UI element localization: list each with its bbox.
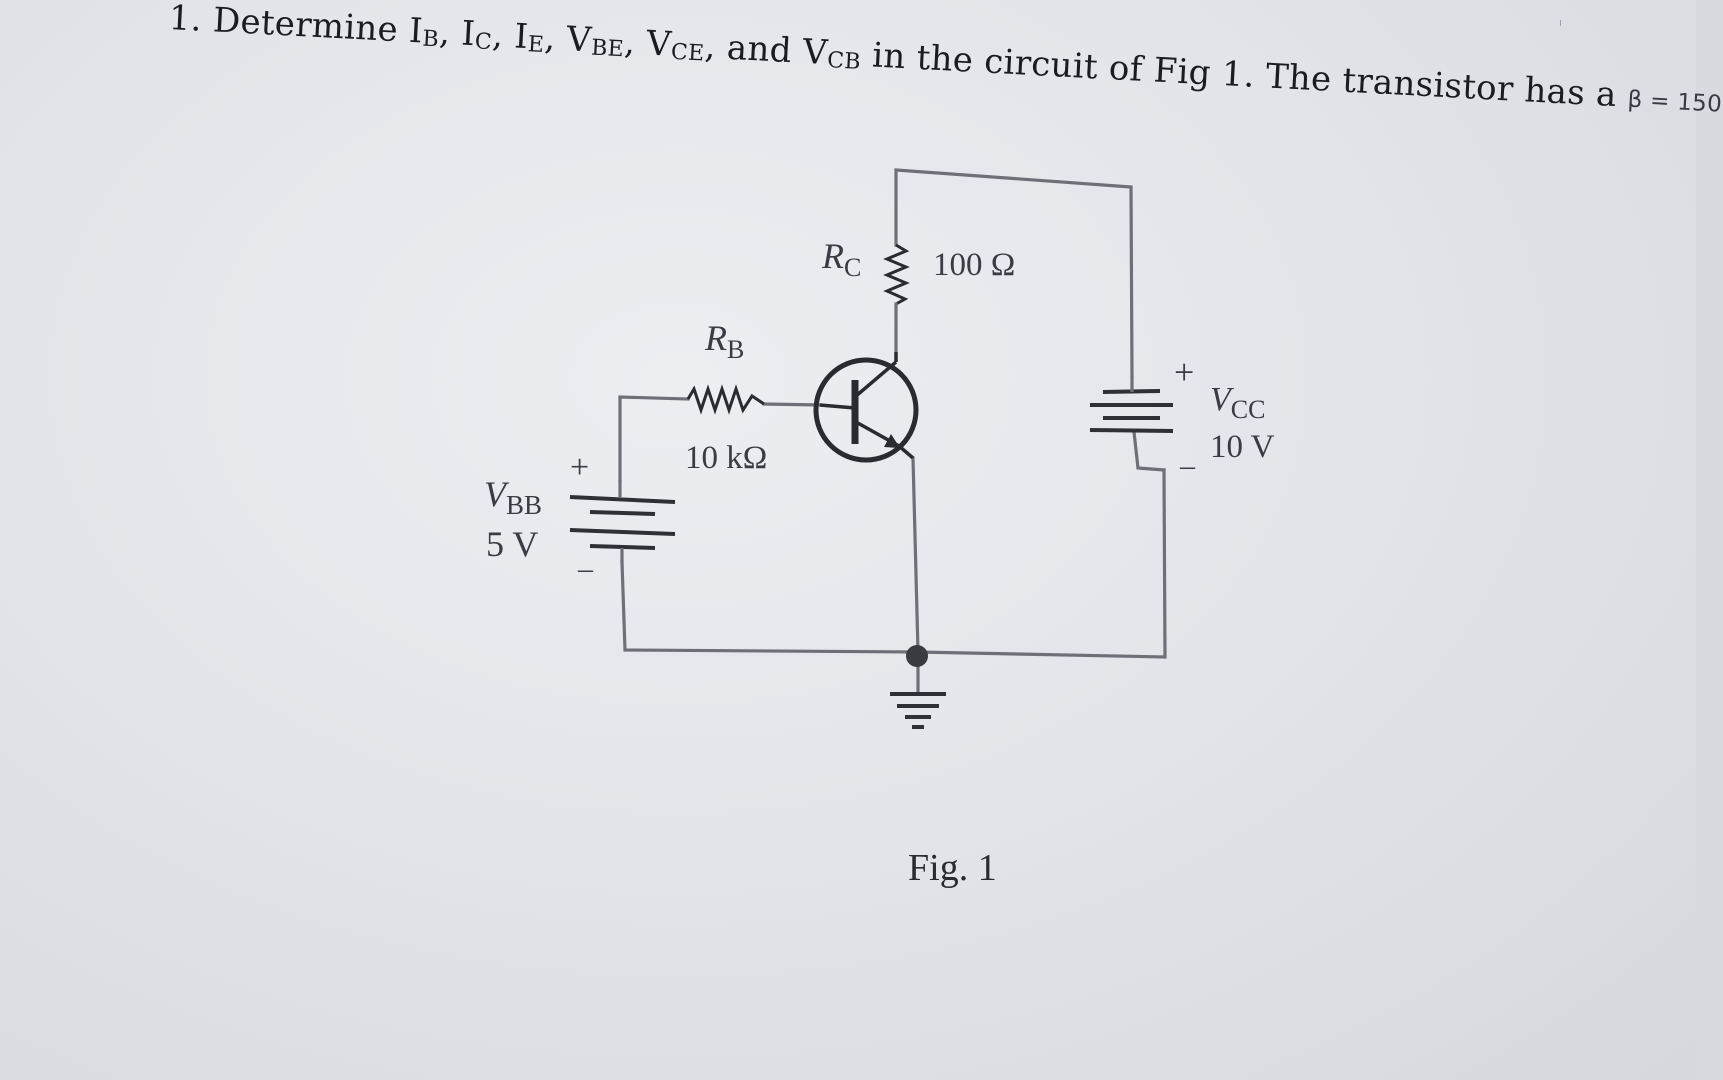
rc-name-label: RC <box>821 236 861 282</box>
transistor-base-lead <box>819 403 856 410</box>
wire-base <box>762 402 822 407</box>
rb-resistor <box>686 384 765 415</box>
vcc-value-label: 10 V <box>1210 429 1275 465</box>
wire-bottom-left <box>620 560 920 654</box>
ground-icon <box>890 692 946 729</box>
ground-node <box>906 645 928 667</box>
rc-value-label: 100 Ω <box>933 247 1015 283</box>
rb-value-label: 10 kΩ <box>685 440 767 476</box>
rb-name-label: RB <box>704 318 744 364</box>
vbb-plus-label: + <box>570 449 589 486</box>
transistor-collector-lead <box>854 360 898 398</box>
emitter-arrow-icon <box>884 434 900 448</box>
vcc-plus-label: + <box>1174 352 1194 392</box>
vcc-name-label: VCC <box>1210 381 1265 424</box>
vbb-name-label: VBB <box>484 474 542 520</box>
wire-vcc-minus <box>1132 430 1166 472</box>
figure-caption: Fig. 1 <box>908 847 997 889</box>
vbb-value-label: 5 V <box>486 524 538 564</box>
vcc-minus-label: – <box>1179 449 1196 482</box>
vbb-battery-icon <box>569 480 676 562</box>
wire-right-bottom <box>916 468 1167 659</box>
wire-emitter <box>911 456 920 654</box>
rc-resistor <box>883 243 910 306</box>
transistor-circle <box>813 357 919 463</box>
wire-top-loop <box>894 168 1134 378</box>
vbb-minus-label: – <box>577 552 594 585</box>
wire-vbb-plus <box>618 395 690 482</box>
vcc-battery-icon <box>1089 376 1174 433</box>
